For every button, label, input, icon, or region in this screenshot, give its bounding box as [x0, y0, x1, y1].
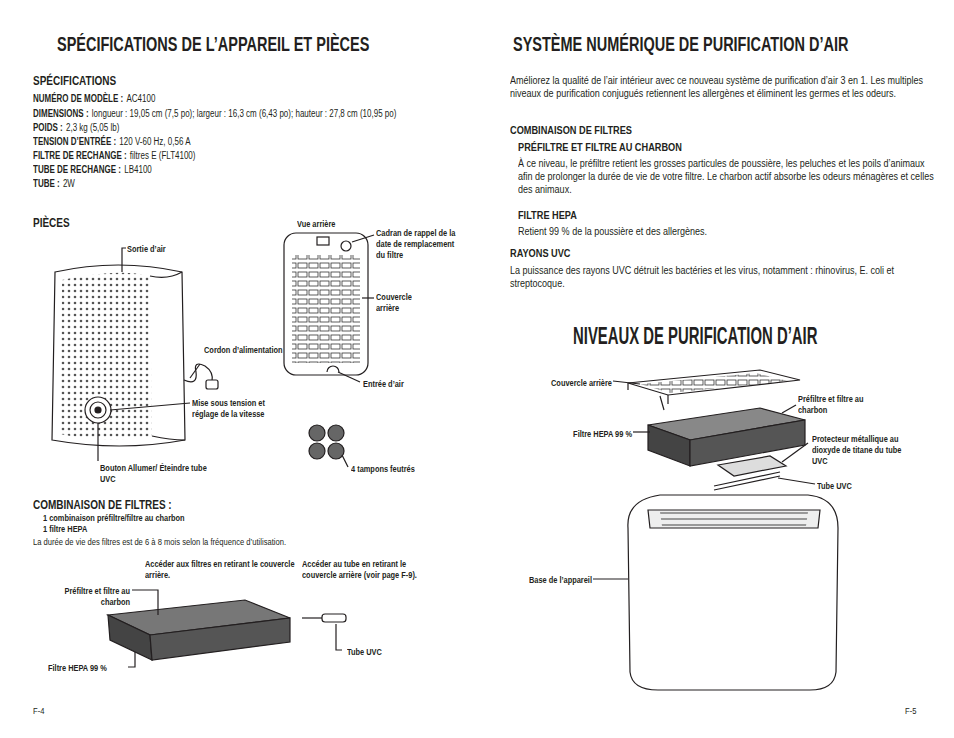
text-label: La durée de vie des filtres est de 6 à 8…: [33, 536, 473, 547]
text-label: Vue arrière: [297, 218, 367, 229]
text-label: SYSTÈME NUMÉRIQUE DE PURIFICATION D’AIR: [513, 32, 933, 57]
text-label: Mise sous tension et réglage de la vites…: [192, 397, 286, 419]
text-label: Accéder au tube en retirant le couvercle…: [302, 558, 422, 580]
text-label: Tube UVC: [817, 480, 887, 491]
text-label: TENSION D’ENTRÉE :120 V-60 Hz, 0,56 A: [33, 136, 473, 148]
text-label: FILTRE DE RECHANGE :filtres E (FLT4100): [33, 150, 473, 162]
text-label: Couvercle arrière: [376, 291, 436, 313]
text-label: 1 filtre HEPA: [43, 523, 193, 534]
spec-value: filtres E (FLT4100): [130, 150, 196, 161]
text-label: PRÉFILTRE ET FILTRE AU CHARBON: [518, 141, 778, 155]
text-label: Améliorez la qualité de l’air intérieur …: [510, 74, 935, 100]
text-label: Préfiltre et filtre au charbon: [46, 585, 130, 607]
text-label: SPÉCIFICATIONS: [33, 74, 233, 89]
text-label: Tube UVC: [347, 646, 417, 657]
text-label: Couvercle arrière: [526, 377, 612, 388]
text-label: COMBINAISON DE FILTRES: [510, 124, 770, 138]
page-title: SPÉCIFICATIONS DE L’APPAREIL ET PIÈCES: [57, 32, 437, 57]
text-label: RAYONS UVC: [510, 247, 660, 261]
text-label: TUBE :2W: [33, 178, 473, 190]
text-label: 1 combinaison préfiltre/filtre au charbo…: [43, 512, 293, 523]
text-label: À ce niveau, le préfiltre retient les gr…: [518, 157, 938, 196]
spec-value: longueur : 19,05 cm (7,5 po); largeur : …: [92, 108, 397, 119]
text-label: Préfiltre et filtre au charbon: [798, 393, 888, 415]
text-label: F-4: [33, 705, 73, 716]
text-label: 4 tampons feutrés: [351, 463, 451, 474]
text-label: TUBE DE RECHANGE :LB4100: [33, 164, 473, 176]
text-label: F-5: [905, 705, 945, 716]
spec-value: 2W: [63, 178, 75, 189]
text-label: FILTRE HEPA: [518, 209, 668, 223]
text-label: Bouton Allumer/ Éteindre tube UVC: [100, 462, 210, 484]
spec-value: LB4100: [124, 164, 152, 175]
text-label: Cadran de rappel de la date de remplacem…: [376, 227, 458, 261]
spec-value: AC4100: [126, 93, 155, 104]
spec-value: 120 V-60 Hz, 0,56 A: [119, 136, 190, 147]
text-label: Protecteur métallique au dioxyde de tita…: [812, 433, 912, 467]
text-label: NIVEAUX DE PURIFICATION D’AIR: [573, 322, 873, 350]
text-label: La puissance des rayons UVC détruit les …: [510, 264, 930, 290]
text-label: NUMÉRO DE MODÈLE :AC4100: [33, 93, 473, 105]
text-label: POIDS :2,3 kg (5,05 lb): [33, 122, 473, 134]
text-label: Sortie d’air: [127, 243, 207, 254]
text-label: DIMENSIONS :longueur : 19,05 cm (7,5 po)…: [33, 108, 473, 120]
text-label: Accéder aux filtres en retirant le couve…: [145, 558, 295, 580]
text-label: Cordon d’alimentation: [204, 344, 284, 355]
text-label: Base de l’appareil: [528, 574, 592, 585]
text-label: Filtre HEPA 99 %: [550, 428, 632, 439]
spec-value: 2,3 kg (5,05 lb): [66, 122, 119, 133]
text-label: Filtre HEPA 99 %: [48, 662, 128, 673]
text-label: COMBINAISON DE FILTRES :: [33, 498, 233, 513]
text-label: Entrée d’air: [363, 378, 443, 389]
text-label: Retient 99 % de la poussière et des alle…: [518, 225, 868, 238]
text-label: PIÈCES: [33, 216, 153, 231]
